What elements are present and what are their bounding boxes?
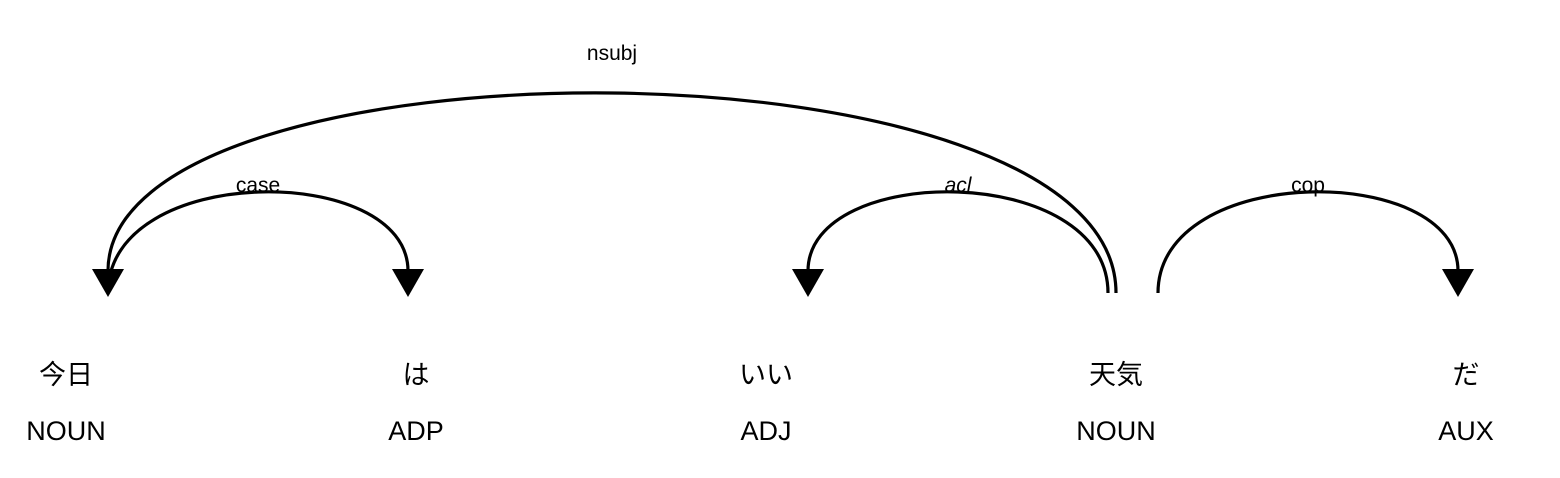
arc-case: case: [106, 174, 424, 297]
token-pos-tag: NOUN: [26, 416, 106, 446]
token-word: 天気: [1089, 360, 1143, 391]
arc-label: acl: [945, 174, 973, 197]
token-pos-tag: NOUN: [1076, 416, 1156, 446]
arc-label: case: [236, 174, 280, 197]
arc-line: [1156, 190, 1460, 294]
token-word: だ: [1453, 360, 1480, 391]
tokens-layer: 今日 NOUN は ADP いい ADJ 天気 NOUN だ AUX: [26, 360, 1494, 446]
arc-line: [806, 190, 1110, 294]
arrowhead-icon: [392, 269, 424, 297]
arc-cop: cop: [1156, 174, 1474, 297]
arc-acl: acl: [792, 174, 1110, 297]
arc-label: nsubj: [587, 42, 637, 65]
arrowhead-icon: [792, 269, 824, 297]
arc-label: cop: [1291, 174, 1325, 197]
token-word: いい: [739, 360, 793, 391]
token-pos-tag: AUX: [1438, 416, 1494, 446]
token-word: 今日: [39, 360, 93, 391]
arc-nsubj: nsubj: [92, 42, 1118, 297]
token-pos-tag: ADP: [388, 416, 444, 446]
arrowhead-icon: [1442, 269, 1474, 297]
arc-line: [106, 190, 410, 294]
token-word: は: [403, 360, 430, 391]
arcs-layer: nsubj case acl cop: [92, 42, 1474, 297]
token-pos-tag: ADJ: [740, 416, 791, 446]
arc-line: [106, 91, 1118, 294]
